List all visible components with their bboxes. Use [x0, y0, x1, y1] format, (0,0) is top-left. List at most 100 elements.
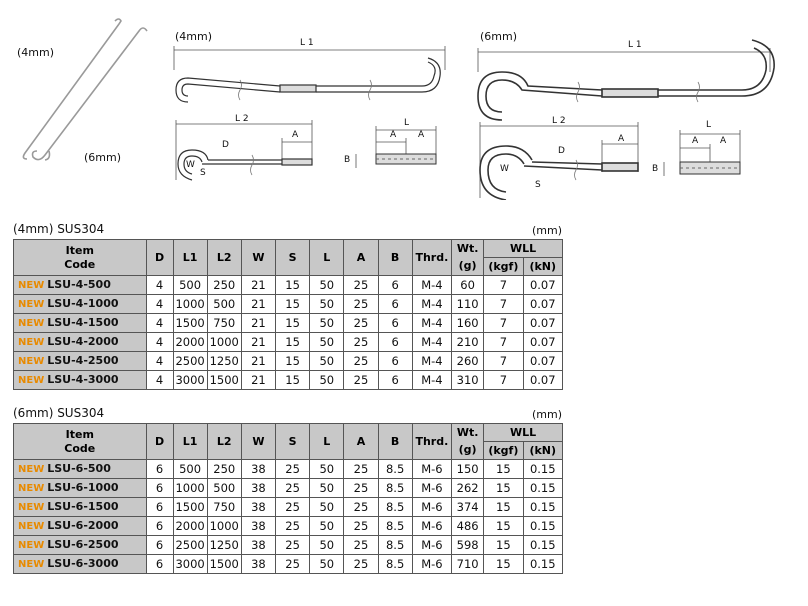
- col-b: B: [377, 239, 413, 276]
- cell-s: 25: [275, 478, 311, 498]
- cell-s: 25: [275, 497, 311, 517]
- col-l1: L1: [172, 239, 208, 276]
- cell-l1: 2000: [172, 516, 208, 536]
- diagram-4mm-title: (4mm): [175, 30, 213, 43]
- cell-l1: 2000: [172, 332, 208, 352]
- cell-kn: 0.15: [522, 478, 564, 498]
- cell-a: 25: [343, 313, 379, 333]
- col-wll: WLL: [483, 423, 563, 442]
- cell-s: 15: [275, 370, 311, 390]
- cell-l2: 1250: [206, 535, 242, 555]
- cell-l2: 1000: [206, 516, 242, 536]
- cell-wt: 598: [451, 535, 485, 555]
- cell-kn: 0.15: [522, 535, 564, 555]
- new-badge: NEW: [18, 559, 45, 570]
- cell-l: 50: [309, 313, 345, 333]
- cell-l2: 250: [206, 459, 242, 479]
- new-badge: NEW: [18, 318, 45, 329]
- col-s: S: [275, 239, 311, 276]
- col-a: A: [343, 423, 379, 460]
- cell-s: 25: [275, 535, 311, 555]
- cell-w: 21: [240, 332, 277, 352]
- cell-thrd: M-6: [411, 497, 453, 517]
- cell-d: 4: [145, 294, 174, 314]
- cell-kn: 0.15: [522, 554, 564, 574]
- dim-6mm-b: B: [652, 164, 659, 174]
- cell-l: 50: [309, 554, 345, 574]
- cell-wt: 710: [451, 554, 485, 574]
- cell-b: 8.5: [377, 497, 413, 517]
- cell-kn: 0.07: [522, 370, 564, 390]
- cell-a: 25: [343, 459, 379, 479]
- cell-b: 6: [377, 313, 413, 333]
- dim-4mm-a-left: A: [390, 130, 397, 140]
- cell-d: 4: [145, 370, 174, 390]
- photo-label-6mm: (6mm): [84, 151, 122, 164]
- new-badge: NEW: [18, 356, 45, 367]
- cell-w: 38: [240, 554, 277, 574]
- new-badge: NEW: [18, 299, 45, 310]
- cell-kn: 0.07: [522, 351, 564, 371]
- cell-a: 25: [343, 478, 379, 498]
- col-a: A: [343, 239, 379, 276]
- cell-thrd: M-6: [411, 459, 453, 479]
- col-wt: Wt.: [451, 239, 485, 258]
- cell-a: 25: [343, 535, 379, 555]
- cell-wt: 310: [451, 370, 485, 390]
- dim-6mm-l1: L 1: [628, 40, 642, 50]
- cell-d: 4: [145, 332, 174, 352]
- cell-s: 25: [275, 554, 311, 574]
- col-w: W: [240, 423, 277, 460]
- dim-6mm-s: S: [535, 180, 541, 190]
- cell-thrd: M-6: [411, 535, 453, 555]
- cell-l: 50: [309, 351, 345, 371]
- cell-thrd: M-6: [411, 478, 453, 498]
- cell-w: 38: [240, 535, 277, 555]
- dim-4mm-b: B: [344, 155, 351, 165]
- col-d: D: [145, 239, 174, 276]
- table-4mm-heading: (4mm) SUS304: [13, 222, 105, 236]
- cell-l: 50: [309, 459, 345, 479]
- cell-w: 38: [240, 516, 277, 536]
- cell-a: 25: [343, 554, 379, 574]
- cell-d: 6: [145, 535, 174, 555]
- new-badge: NEW: [18, 540, 45, 551]
- cell-kn: 0.07: [522, 332, 564, 352]
- dim-6mm-a-right: A: [720, 136, 727, 146]
- cell-s: 15: [275, 351, 311, 371]
- cell-b: 8.5: [377, 554, 413, 574]
- cell-kn: 0.07: [522, 275, 564, 295]
- cell-wt: 110: [451, 294, 485, 314]
- dim-6mm-d: D: [558, 146, 565, 156]
- cell-l: 50: [309, 294, 345, 314]
- cell-kgf: 7: [483, 275, 524, 295]
- cell-w: 38: [240, 497, 277, 517]
- cell-w: 21: [240, 370, 277, 390]
- cell-b: 6: [377, 332, 413, 352]
- cell-wt: 374: [451, 497, 485, 517]
- col-kgf: (kgf): [483, 257, 524, 276]
- cell-b: 8.5: [377, 516, 413, 536]
- cell-d: 4: [145, 275, 174, 295]
- cell-s: 15: [275, 332, 311, 352]
- cell-l2: 750: [206, 313, 242, 333]
- cell-l2: 250: [206, 275, 242, 295]
- col-kn: (kN): [522, 257, 564, 276]
- cell-d: 6: [145, 478, 174, 498]
- product-photo: [22, 18, 148, 161]
